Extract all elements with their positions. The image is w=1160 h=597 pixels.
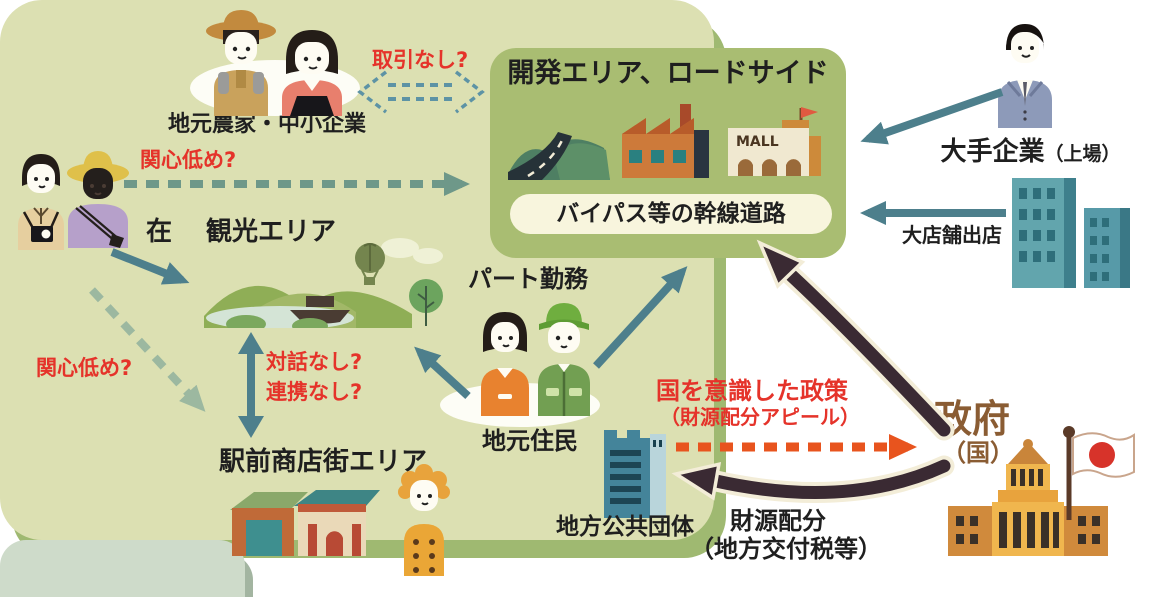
tourism-scenery-icon: [204, 238, 443, 328]
road-hills-icon: [508, 132, 610, 180]
government-subtitle: （国）: [942, 439, 1014, 467]
japan-flag-icon: [1063, 426, 1135, 520]
diet-building-icon: [948, 439, 1108, 556]
policy-label: 国を意識した政策: [656, 377, 848, 405]
municipality-label: 地方公共団体: [556, 514, 694, 540]
cloud-icon: [381, 238, 419, 258]
no-dialogue-label: 対話なし?: [266, 350, 363, 374]
large-store-label: 大店舗出店: [902, 223, 1002, 247]
part-time-label: パート勤務: [468, 265, 588, 293]
tree-icon: [409, 279, 443, 326]
company-dev-arrow: [860, 88, 1004, 145]
gov-municipality-brown-arrow: [671, 455, 955, 503]
camera-tourist-person: [18, 154, 64, 250]
low-interest-bottom-label: 関心低め?: [36, 356, 133, 380]
major-company-box: [0, 540, 245, 597]
no-trade-label: 取引なし?: [372, 48, 469, 72]
station-area-title: 駅前商店街エリア: [218, 447, 427, 477]
baker-person: [398, 464, 450, 576]
farmer-person: [206, 10, 276, 116]
major-company-title: 大手企業（上場）: [908, 137, 1153, 168]
mall-icon: MALL: [728, 107, 821, 176]
company-title-sub: （上場）: [1044, 143, 1121, 165]
hat-tourist-person: [67, 151, 129, 248]
zai-fragment-label: 在: [146, 217, 173, 247]
policy-sub-label: （財源配分アピール）: [660, 405, 860, 429]
low-interest-top-label: 関心低め?: [140, 148, 237, 172]
residents-label: 地元住民: [482, 427, 578, 455]
tourism-area-title: 観光エリア: [206, 217, 337, 247]
fund-allocation-label: 財源配分: [730, 507, 826, 535]
balloon-icon: [355, 243, 385, 285]
fund-allocation-sub-label: （地方交付税等）: [690, 535, 882, 563]
businessman-person: [998, 24, 1052, 128]
municipality-building-icon: [604, 430, 666, 518]
bypass-label: バイパス等の幹線道路: [510, 194, 832, 234]
development-area-title: 開発エリア、ロードサイド: [507, 58, 829, 89]
cloud-icon: [413, 248, 443, 264]
shops-icon: [230, 490, 380, 556]
mall-sign-text: MALL: [736, 134, 779, 150]
company-title-main: 大手企業: [940, 137, 1045, 167]
office-buildings-icon: [1012, 178, 1130, 288]
farmers-label: 地元農家・中小企業: [168, 112, 367, 137]
no-cooperation-label: 連携なし?: [266, 380, 363, 404]
government-title: 政府: [934, 397, 1011, 441]
laptop-woman-person: [282, 30, 342, 116]
factory-icon: [622, 104, 709, 178]
apron-woman-person: [481, 312, 529, 416]
cap-man-person: [538, 303, 590, 416]
